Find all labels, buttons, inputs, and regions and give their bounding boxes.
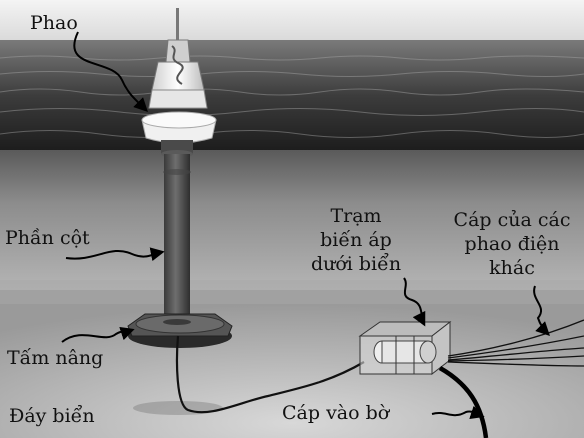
lifting-plate — [127, 313, 233, 415]
substation-label-line-3: dưới biển — [310, 253, 402, 275]
shore-cable-pointer-arrow — [431, 405, 485, 420]
main-export-cable — [438, 366, 489, 438]
other-buoy-cables — [447, 319, 584, 367]
pointer-arrows — [61, 31, 550, 420]
other-cables-pointer-arrow — [533, 285, 550, 336]
column-pointer-arrow — [65, 247, 165, 262]
substation-pointer-arrow — [403, 277, 426, 327]
buoy-pointer-arrow — [73, 31, 148, 112]
substation — [358, 320, 452, 376]
lifting-plate-label: Tấm nâng — [7, 347, 104, 369]
other-cables-label-line-3: khác — [489, 257, 535, 279]
seabed-label: Đáy biển — [9, 405, 95, 427]
substation-label-line-2: biến áp — [320, 229, 392, 251]
shore-cable — [175, 335, 365, 414]
other-cables-label-line-2: phao điện — [464, 233, 560, 255]
column-label: Phần cột — [5, 227, 90, 249]
substation-label-line-1: Trạm — [330, 205, 382, 227]
substation-label: Trạm biến áp dưới biển — [298, 204, 414, 276]
other-cables-label-line-1: Cáp của các — [453, 209, 571, 231]
underwater — [0, 150, 584, 300]
sky — [0, 0, 584, 42]
sea-surface — [0, 40, 584, 152]
wave-lines — [0, 55, 584, 138]
plate-pointer-arrow — [61, 326, 135, 343]
column — [161, 140, 193, 322]
buoy-label: Phao — [30, 12, 78, 34]
shore-cable-label: Cáp vào bờ — [282, 402, 390, 424]
other-cables-label: Cáp của các phao điện khác — [444, 208, 580, 280]
buoy — [141, 8, 217, 144]
